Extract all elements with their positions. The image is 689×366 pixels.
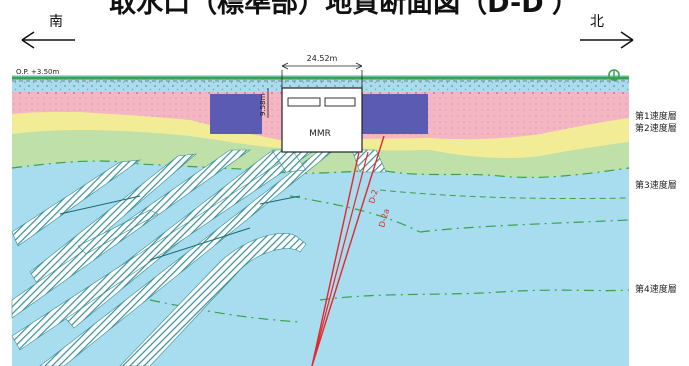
section-body: MMR D-2 D-2a 24.52m 9.58m O.P. +3.50m [11, 54, 630, 366]
fault-label-d2: D-2 [367, 188, 380, 204]
layer-label-1: 第1速度層 [635, 110, 677, 122]
layer-label-2: 第2速度層 [635, 122, 677, 134]
right-anchor-block [362, 94, 428, 134]
layer-label-4: 第4速度層 [635, 283, 677, 295]
surface-marker-icon [608, 69, 620, 81]
north-label: 北 [590, 14, 604, 30]
width-dimension: 24.52m [281, 54, 363, 88]
left-anchor-block [210, 94, 262, 134]
fault-d2-line [311, 151, 360, 366]
width-dimension-label: 24.52m [307, 54, 338, 63]
fault-d2a-line [311, 135, 385, 366]
height-dimension-label: 9.58m [259, 93, 267, 116]
elevation-label: O.P. +3.50m [16, 68, 59, 76]
south-arrow: 南 [21, 14, 75, 49]
structure-label: MMR [309, 129, 331, 139]
layer-label-3: 第3速度層 [635, 179, 677, 191]
north-arrow: 北 [580, 14, 634, 49]
south-label: 南 [49, 14, 63, 30]
surface-fill-layer [12, 78, 629, 94]
height-dimension: 9.58m [259, 88, 269, 118]
figure-title: 取水口（標準部）地質断面図（D-D'） [109, 0, 579, 19]
